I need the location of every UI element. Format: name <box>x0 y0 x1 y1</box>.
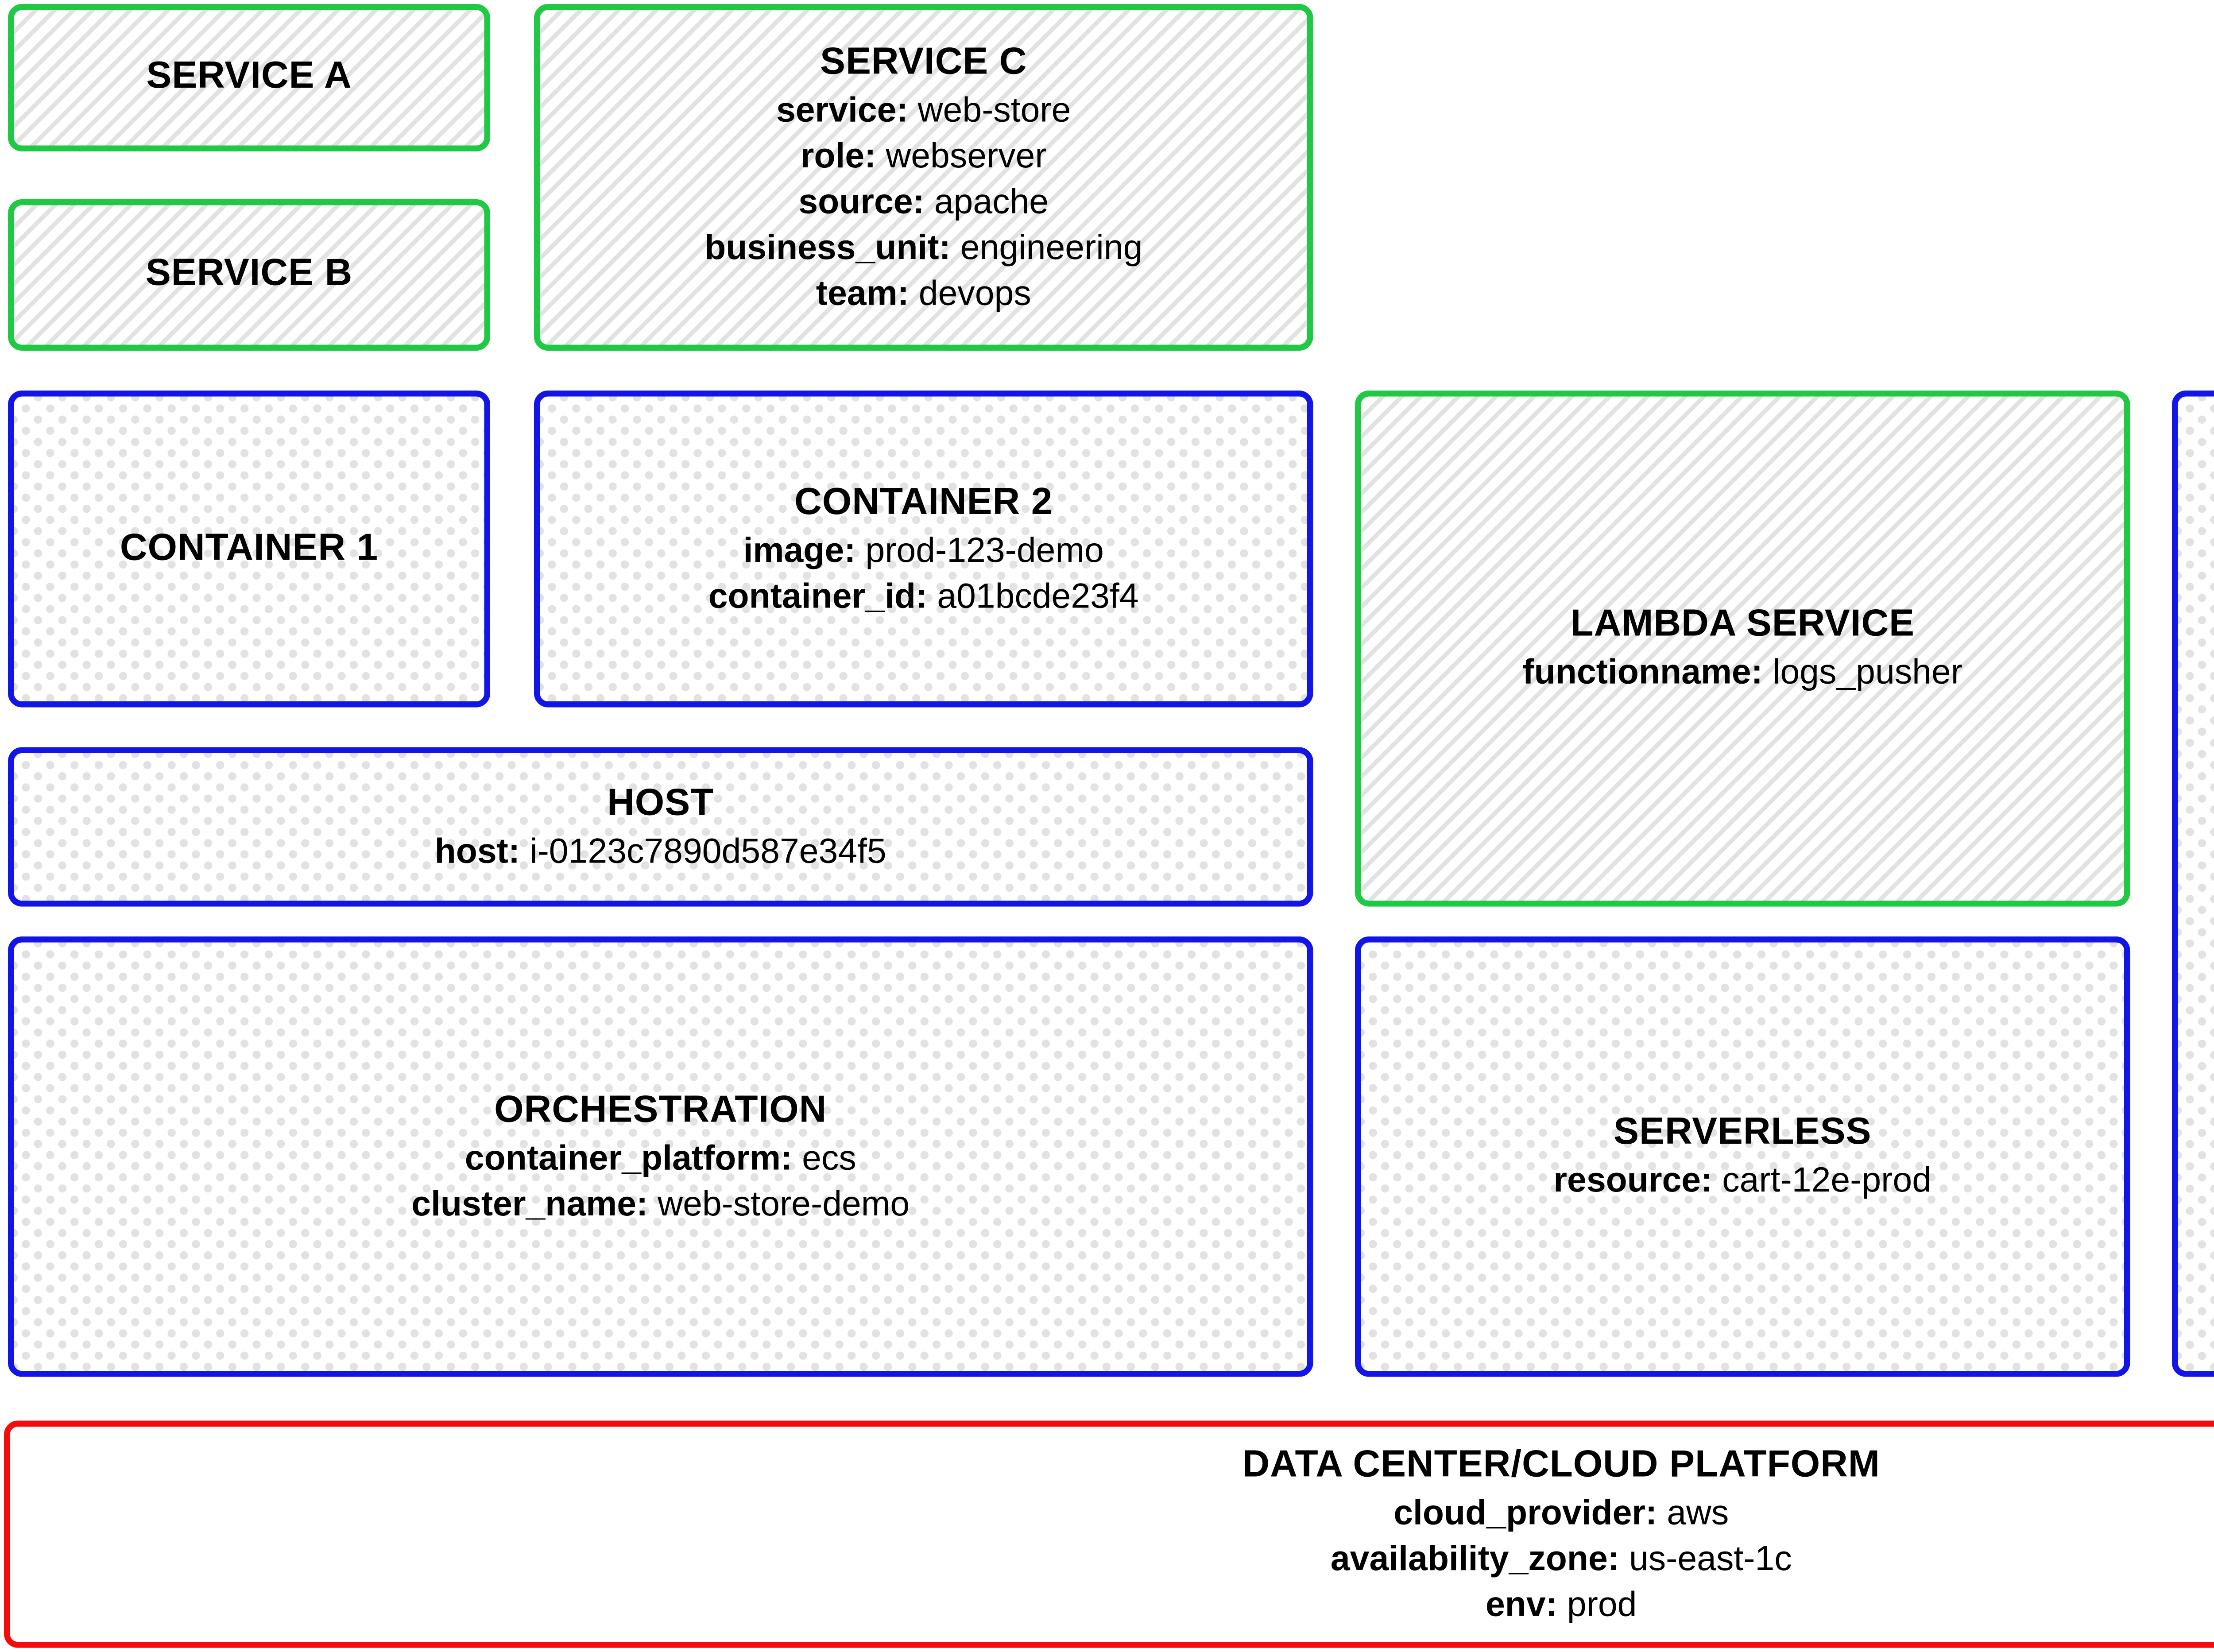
tag-key: cluster_name: <box>411 1182 648 1223</box>
tag-key: availability_zone: <box>1330 1537 1620 1577</box>
box-title: SERVERLESS <box>1614 1112 1872 1154</box>
box-service-c: SERVICE C service: web-store role: webse… <box>534 4 1313 351</box>
box-service-b: SERVICE B <box>8 199 490 351</box>
tag-value: logs_pusher <box>1772 651 1963 692</box>
tag-line: source: apache <box>798 178 1049 224</box>
tag-key: business_unit: <box>704 226 951 266</box>
box-container-1: CONTAINER 1 <box>8 391 490 708</box>
box-container-2: CONTAINER 2 image: prod-123-demo contain… <box>534 391 1313 708</box>
tag-value: web-store <box>917 89 1071 129</box>
tag-line: env: prod <box>1486 1581 1637 1627</box>
tag-value: us-east-1c <box>1629 1537 1792 1577</box>
tag-value: ecs <box>802 1137 856 1177</box>
box-service-a: SERVICE A <box>8 4 490 151</box>
tag-key: service: <box>776 89 908 129</box>
box-serverless: SERVERLESS resource: cart-12e-prod <box>1355 936 2130 1377</box>
tag-key: cloud_provider: <box>1393 1491 1657 1532</box>
tag-key: image: <box>743 529 856 569</box>
tag-line: business_unit: engineering <box>704 224 1142 270</box>
tag-value: prod <box>1567 1583 1637 1623</box>
box-lambda-service: LAMBDA SERVICE functionname: logs_pusher <box>1355 391 2130 907</box>
tag-line: availability_zone: us-east-1c <box>1331 1535 1792 1581</box>
tag-key: host: <box>434 830 520 870</box>
box-orchestration: ORCHESTRATION container_platform: ecs cl… <box>8 936 1313 1377</box>
box-title: ORCHESTRATION <box>494 1089 827 1131</box>
tag-key: source: <box>798 180 925 221</box>
tag-key: functionname: <box>1522 651 1763 692</box>
tag-value: cart-12e-prod <box>1722 1160 1932 1199</box>
box-title: CONTAINER 1 <box>120 527 379 569</box>
box-host: HOST host: i-0123c7890d587e34f5 <box>8 747 1313 907</box>
tag-key: role: <box>800 134 876 174</box>
tag-value: devops <box>918 272 1031 312</box>
box-title: LAMBDA SERVICE <box>1570 604 1915 646</box>
tag-line: cluster_name: web-store-demo <box>411 1180 910 1226</box>
box-title: SERVICE A <box>146 56 352 98</box>
tag-key: container_platform: <box>464 1137 793 1177</box>
tag-line: service: web-store <box>776 87 1071 133</box>
box-title: SERVICE B <box>145 253 353 295</box>
box-title: CONTAINER 2 <box>794 481 1053 523</box>
tag-value: engineering <box>960 226 1143 266</box>
tag-value: apache <box>934 180 1049 221</box>
box-title: HOST <box>607 782 714 824</box>
tag-value: web-store-demo <box>658 1182 910 1223</box>
tag-key: resource: <box>1553 1160 1713 1199</box>
tag-line: functionname: logs_pusher <box>1522 650 1962 696</box>
tag-line: container_id: a01bcde23f4 <box>708 573 1139 619</box>
tag-value: a01bcde23f4 <box>937 575 1139 615</box>
tag-line: cloud_provider: aws <box>1393 1490 1729 1536</box>
tag-line: role: webserver <box>801 132 1047 178</box>
box-title: DATA CENTER/CLOUD PLATFORM <box>1242 1443 1880 1486</box>
tag-value: i-0123c7890d587e34f5 <box>530 830 886 870</box>
tag-value: webserver <box>886 134 1047 174</box>
box-hosted-cloud-services: HOSTED CLOUD SERVICES source: rds dbinst… <box>2172 391 2214 1377</box>
tag-key: team: <box>816 272 909 312</box>
tag-value: prod-123-demo <box>865 529 1104 569</box>
tag-key: env: <box>1485 1583 1557 1623</box>
tag-line: container_platform: ecs <box>465 1135 856 1181</box>
tag-line: resource: cart-12e-prod <box>1553 1158 1931 1204</box>
box-title: SERVICE C <box>820 41 1027 83</box>
tag-line: image: prod-123-demo <box>743 527 1104 573</box>
tag-value: aws <box>1667 1491 1729 1532</box>
tag-line: team: devops <box>816 270 1031 316</box>
box-data-center-cloud-platform: DATA CENTER/CLOUD PLATFORM cloud_provide… <box>4 1420 2214 1648</box>
tag-line: host: i-0123c7890d587e34f5 <box>435 828 886 874</box>
tag-key: container_id: <box>708 575 928 615</box>
